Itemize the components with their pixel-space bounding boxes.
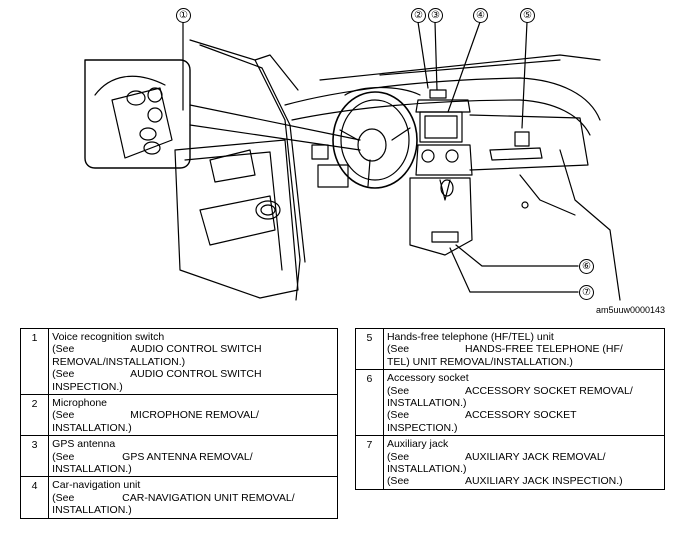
item-description: Car-navigation unit (See CAR-NAVIGATION U… <box>48 476 338 519</box>
table-row: 2 Microphone (See MICROPHONE REMOVAL/ INS… <box>19 394 338 437</box>
item-name: Hands-free telephone (HF/TEL) unit <box>386 331 554 343</box>
item-name: Car-navigation unit <box>52 479 141 492</box>
table-row: 6 Accessory socket (See ACCESSORY SOCKET … <box>355 369 666 437</box>
reference-link[interactable]: INSPECTION.) <box>386 421 458 434</box>
item-number: 5 <box>355 327 384 371</box>
figure-id: am5uuw0000143 <box>596 305 666 315</box>
item-description: Hands-free telephone (HF/TEL) unit (See H… <box>382 327 666 371</box>
see-label: (See <box>386 384 410 397</box>
callout-1: ① <box>176 8 191 23</box>
reference-link[interactable]: INSPECTION.) <box>52 380 123 393</box>
reference-link[interactable]: ACCESSORY SOCKET <box>464 409 577 422</box>
reference-link[interactable]: AUDIO CONTROL SWITCH <box>130 343 262 356</box>
table-row: 7 Auxiliary jack (See AUXILIARY JACK REMO… <box>355 435 666 490</box>
reference-link[interactable]: TEL) UNIT REMOVAL/INSTALLATION.) <box>386 355 573 368</box>
item-description: Auxiliary jack (See AUXILIARY JACK REMOVA… <box>382 435 666 490</box>
item-description: Microphone (See MICROPHONE REMOVAL/ INSTA… <box>48 394 338 437</box>
callout-6: ⑥ <box>579 259 594 274</box>
reference-link[interactable]: AUXILIARY JACK INSPECTION.) <box>464 475 623 488</box>
reference-link[interactable]: INSTALLATION.) <box>386 397 467 410</box>
item-number: 2 <box>19 394 50 437</box>
item-number: 4 <box>19 476 50 519</box>
reference-link[interactable]: INSTALLATION.) <box>52 463 132 476</box>
item-name: Voice recognition switch <box>52 331 165 343</box>
reference-link[interactable]: CAR-NAVIGATION UNIT REMOVAL/ <box>122 491 295 504</box>
see-label: (See <box>52 491 75 504</box>
item-description: GPS antenna (See GPS ANTENNA REMOVAL/ INS… <box>48 435 338 478</box>
table-row: 3 GPS antenna (See GPS ANTENNA REMOVAL/ I… <box>19 435 338 478</box>
reference-link[interactable]: INSTALLATION.) <box>52 421 132 434</box>
table-row: 4 Car-navigation unit (See CAR-NAVIGATION… <box>19 476 338 519</box>
reference-link[interactable]: INSTALLATION.) <box>52 504 132 517</box>
item-number: 3 <box>19 435 50 478</box>
see-label: (See <box>52 368 75 381</box>
see-label: (See <box>52 343 75 356</box>
reference-link[interactable]: MICROPHONE REMOVAL/ <box>130 409 259 422</box>
reference-link[interactable]: AUDIO CONTROL SWITCH <box>130 368 262 381</box>
dashboard-drawing <box>84 21 621 301</box>
reference-link[interactable]: INSTALLATION.) <box>386 463 467 476</box>
item-number: 6 <box>355 369 384 437</box>
dashboard-illustration: ① ② ③ ④ ⑤ ⑥ ⑦ am5uuw0000143 <box>84 8 666 315</box>
see-label: (See <box>386 450 410 463</box>
see-label: (See <box>52 409 75 422</box>
item-number: 7 <box>355 435 384 490</box>
callout-4: ④ <box>473 8 488 23</box>
reference-link[interactable]: REMOVAL/INSTALLATION.) <box>52 355 186 368</box>
see-label: (See <box>386 475 410 488</box>
see-label: (See <box>386 343 410 356</box>
item-name: Accessory socket <box>386 372 469 385</box>
reference-link[interactable]: HANDS-FREE TELEPHONE (HF/ <box>464 343 623 356</box>
item-name: GPS antenna <box>52 438 116 451</box>
callout-7: ⑦ <box>579 285 594 300</box>
see-label: (See <box>386 409 410 422</box>
item-name: Auxiliary jack <box>386 438 449 451</box>
reference-link[interactable]: AUXILIARY JACK REMOVAL/ <box>464 450 606 463</box>
reference-link[interactable]: ACCESSORY SOCKET REMOVAL/ <box>464 384 633 397</box>
reference-link[interactable]: GPS ANTENNA REMOVAL/ <box>122 450 253 463</box>
callout-3: ③ <box>428 8 443 23</box>
see-label: (See <box>52 450 75 463</box>
callout-2: ② <box>411 8 426 23</box>
item-name: Microphone <box>52 397 108 410</box>
item-description: Accessory socket (See ACCESSORY SOCKET RE… <box>382 369 666 437</box>
table-row: 5 Hands-free telephone (HF/TEL) unit (Se… <box>355 327 666 371</box>
item-number: 1 <box>19 327 50 396</box>
parts-table-right: 5 Hands-free telephone (HF/TEL) unit (Se… <box>355 327 666 490</box>
callout-5: ⑤ <box>520 8 535 23</box>
